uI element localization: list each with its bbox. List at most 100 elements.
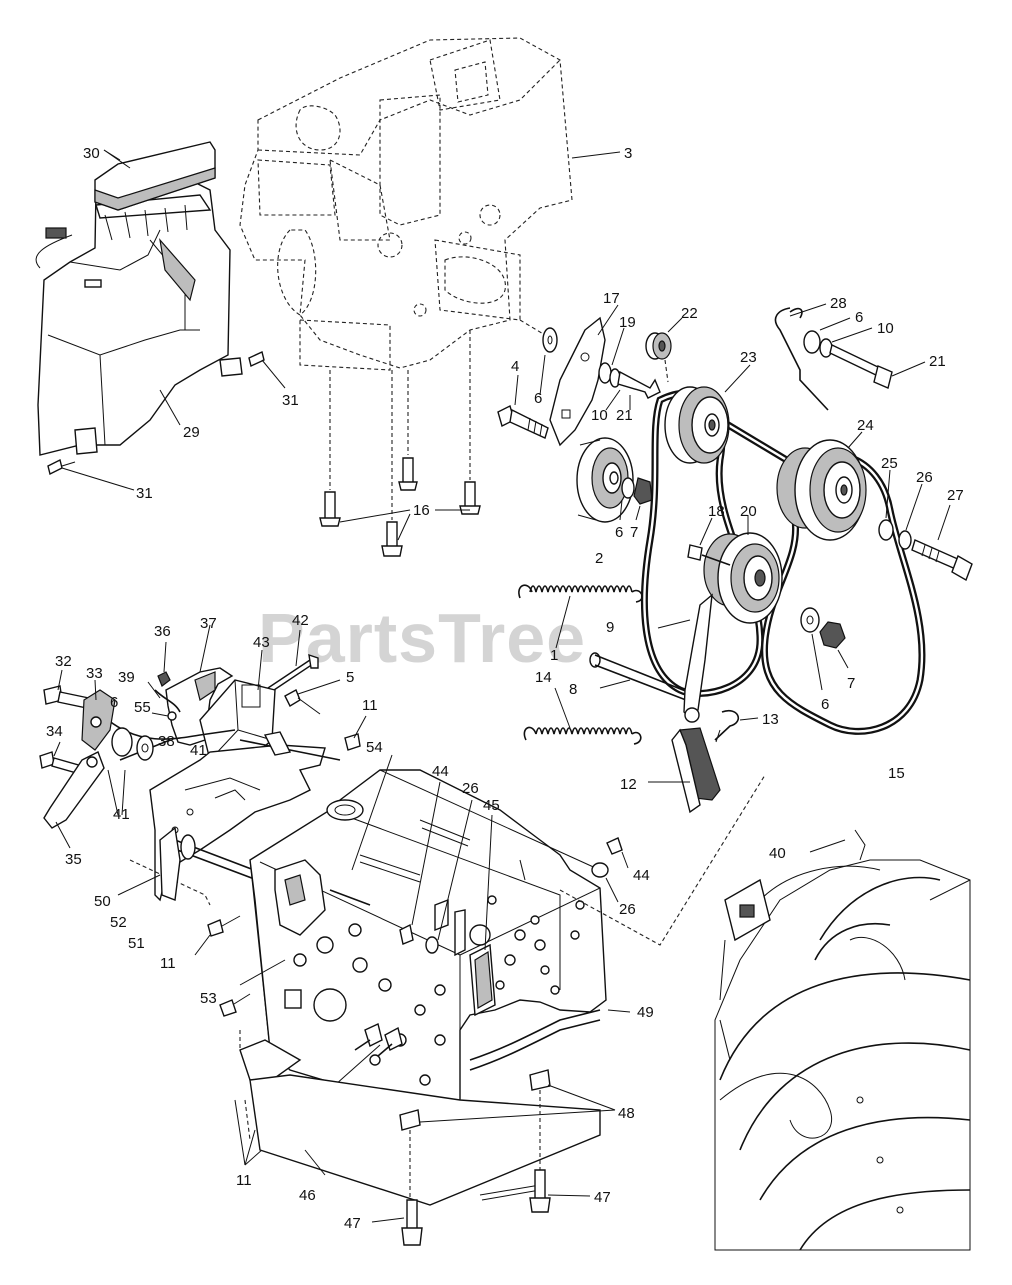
callout-19: 19 xyxy=(619,314,636,331)
callout-3: 3 xyxy=(624,145,632,162)
callout-6c: 6 xyxy=(615,524,623,541)
screw-5 xyxy=(284,679,341,715)
callout-43: 43 xyxy=(253,634,270,651)
spacer-22 xyxy=(645,317,683,383)
callout-46: 46 xyxy=(299,1187,316,1204)
callout-47a: 47 xyxy=(344,1215,361,1232)
callout-30: 30 xyxy=(83,145,100,162)
callout-16: 16 xyxy=(413,502,430,519)
bracket-45 xyxy=(469,814,496,1017)
feet-48 xyxy=(399,1069,616,1200)
washer-6-upper xyxy=(539,327,558,396)
washer-6-nut-7-lower xyxy=(800,607,849,691)
callout-10b: 10 xyxy=(591,407,608,424)
callout-40: 40 xyxy=(769,845,786,862)
callout-24: 24 xyxy=(857,417,874,434)
callout-31b: 31 xyxy=(136,485,153,502)
linkage-rod-11-top xyxy=(239,715,367,761)
callout-33: 33 xyxy=(86,665,103,682)
callout-26c: 26 xyxy=(619,901,636,918)
callout-7a: 7 xyxy=(630,524,638,541)
air-filter-cover-30 xyxy=(94,141,216,211)
washers-6-10-bolt-21-upper xyxy=(803,317,926,389)
callout-7b: 7 xyxy=(847,675,855,692)
cotter-pin-13 xyxy=(714,709,759,743)
screws-44-26 xyxy=(399,781,629,954)
callout-51: 51 xyxy=(128,935,145,952)
callout-13: 13 xyxy=(762,711,779,728)
pulley-23 xyxy=(664,364,751,464)
callout-47b: 47 xyxy=(594,1189,611,1206)
callout-34: 34 xyxy=(46,723,63,740)
callout-6a: 6 xyxy=(855,309,863,326)
impeller-housing-40 xyxy=(714,829,971,1251)
callout-38: 38 xyxy=(158,733,175,750)
lever-35 xyxy=(43,751,105,849)
shroud-29 xyxy=(35,179,243,456)
callout-12: 12 xyxy=(620,776,637,793)
callout-54: 54 xyxy=(366,739,383,756)
spring-1 xyxy=(518,584,643,649)
screw-53 xyxy=(219,959,286,1017)
callout-21b: 21 xyxy=(616,407,633,424)
callout-17: 17 xyxy=(603,290,620,307)
callout-11a: 11 xyxy=(362,697,378,714)
callout-35: 35 xyxy=(65,851,82,868)
callout-11c: 11 xyxy=(236,1172,252,1189)
spring-14 xyxy=(523,687,642,745)
callout-53: 53 xyxy=(200,990,217,1007)
callout-41a: 41 xyxy=(190,742,207,759)
skid-plate-46 xyxy=(239,1030,601,1206)
callout-20: 20 xyxy=(740,503,757,520)
callout-44b: 44 xyxy=(633,867,650,884)
screw-11-mid xyxy=(194,915,241,956)
callout-10a: 10 xyxy=(877,320,894,337)
callout-49: 49 xyxy=(637,1004,654,1021)
bolts-47 xyxy=(371,1169,591,1246)
stud-18 xyxy=(687,517,731,566)
callout-25: 25 xyxy=(881,455,898,472)
rod-28 xyxy=(774,303,829,411)
callout-6b: 6 xyxy=(534,390,542,407)
callout-27: 27 xyxy=(947,487,964,504)
bushing-50 xyxy=(117,826,181,901)
bracket-17 xyxy=(549,304,619,447)
bolts-11-lower xyxy=(234,1023,403,1166)
belt-15 xyxy=(760,450,926,735)
callout-14: 14 xyxy=(535,669,552,686)
handle-brace-49 xyxy=(469,1009,631,1071)
idler-arm-12 xyxy=(648,593,721,814)
lever-32-33 xyxy=(43,669,116,751)
callout-26a: 26 xyxy=(916,469,933,486)
callout-29: 29 xyxy=(183,424,200,441)
callout-26b: 26 xyxy=(462,780,479,797)
pulley-24 xyxy=(776,431,867,541)
callout-50: 50 xyxy=(94,893,111,910)
callout-36: 36 xyxy=(154,623,171,640)
callout-6e: 6 xyxy=(110,694,118,711)
clip-39-55 xyxy=(147,681,181,721)
callout-9: 9 xyxy=(606,619,614,636)
callout-2: 2 xyxy=(595,550,603,567)
callout-15: 15 xyxy=(888,765,905,782)
washer-6-nut-7-idler xyxy=(619,477,653,521)
callout-4: 4 xyxy=(511,358,519,375)
pulley-20 xyxy=(703,515,783,624)
callout-31a: 31 xyxy=(282,392,299,409)
callout-1: 1 xyxy=(550,647,558,664)
callout-11b: 11 xyxy=(160,955,176,972)
callout-37: 37 xyxy=(200,615,217,632)
callout-44a: 44 xyxy=(432,763,449,780)
callout-45: 45 xyxy=(483,797,500,814)
callout-18: 18 xyxy=(708,503,725,520)
callout-48: 48 xyxy=(618,1105,635,1122)
engine-3 xyxy=(239,37,573,520)
screws-31 xyxy=(47,351,286,491)
nut-36 xyxy=(157,641,171,687)
washers-19-10-21 xyxy=(598,327,661,411)
bracket-37 xyxy=(165,624,234,746)
callout-22: 22 xyxy=(681,305,698,322)
callout-52: 52 xyxy=(110,914,127,931)
callout-23: 23 xyxy=(740,349,757,366)
